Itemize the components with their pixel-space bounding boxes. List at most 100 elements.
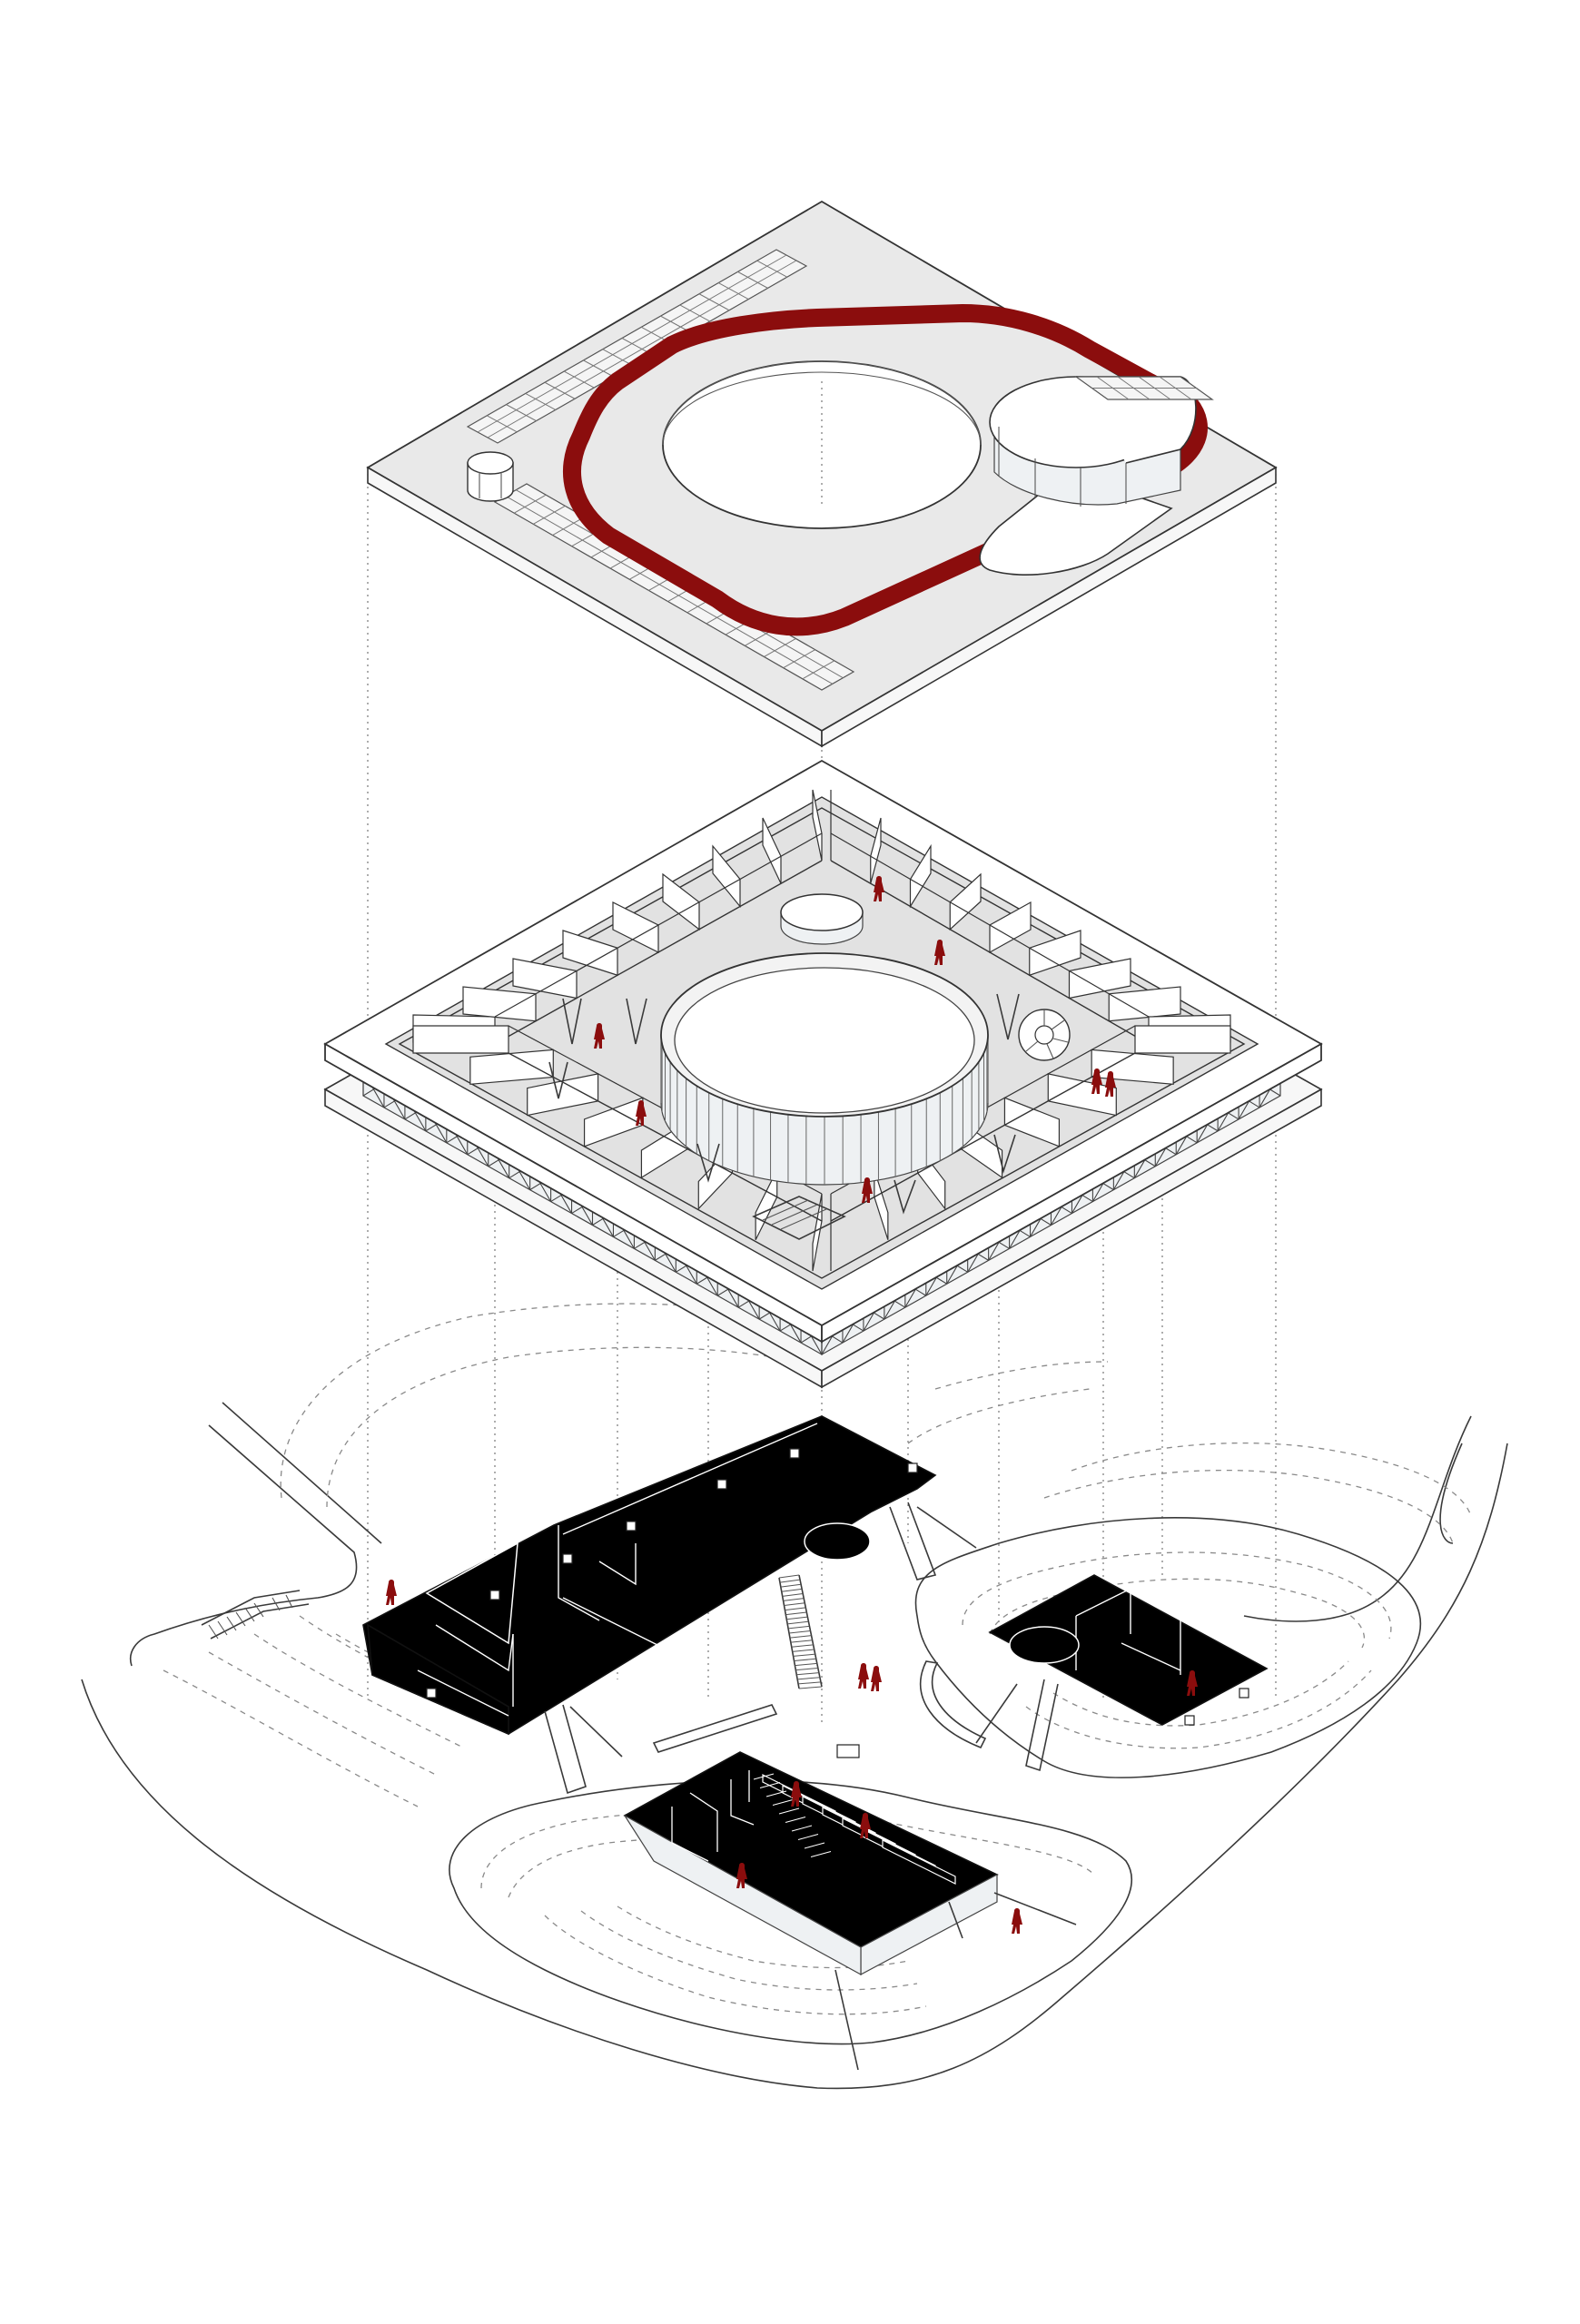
stair-tread (796, 1672, 819, 1676)
stair-tread (785, 1611, 807, 1616)
west-volume (362, 1415, 977, 1795)
solar-panel-line (544, 381, 576, 399)
stair-tread (787, 1620, 809, 1625)
stair-tread (795, 1662, 817, 1667)
mound-east (914, 1517, 1422, 1778)
solar-panel-line (552, 517, 585, 536)
person (860, 1813, 871, 1838)
main-floor-level (323, 759, 1323, 1389)
seating-step (882, 1839, 956, 1885)
solar-panel-line (506, 404, 537, 422)
person (1187, 1670, 1198, 1696)
skylight (836, 1744, 860, 1758)
stair-tread (765, 1790, 787, 1797)
south-glazing-west (624, 1815, 862, 1976)
stair-tread (781, 1588, 803, 1592)
person (1105, 1071, 1116, 1097)
solar-panel-line (583, 359, 614, 378)
solar-panel-line (602, 349, 633, 367)
stair-tread (786, 1616, 808, 1620)
person (934, 940, 945, 965)
solar-panel-line (564, 370, 595, 389)
corridor-wall (830, 1052, 1136, 1222)
site-outline (81, 1443, 1508, 2090)
v-columns (548, 993, 1020, 1215)
stair-tread (798, 1686, 823, 1689)
person (862, 1177, 873, 1203)
person (871, 1666, 882, 1691)
water-tank (467, 451, 514, 502)
stair-tread (784, 1602, 805, 1606)
person (791, 1781, 802, 1807)
corridor-wall (508, 1052, 823, 1222)
stair-tread (778, 1807, 800, 1815)
solar-panel-line (718, 282, 749, 300)
stair-tread (797, 1834, 819, 1840)
person (874, 876, 884, 901)
stair-tread (783, 1598, 805, 1601)
corridor-wall-top (830, 832, 1150, 1018)
stair-tread (785, 1817, 806, 1823)
stair-tread (780, 1583, 802, 1588)
solar-panel-line (477, 254, 787, 433)
person (636, 1100, 647, 1126)
stair-tread (792, 1649, 815, 1652)
corridor-wall (494, 860, 823, 1045)
solar-panel-line (533, 505, 566, 525)
south-volume (623, 1744, 1077, 2071)
bench-central (652, 1704, 778, 1753)
solar-panel-line (487, 415, 518, 433)
stair-tread (795, 1668, 818, 1671)
solar-panel-line (525, 392, 556, 410)
stair-tread (794, 1658, 816, 1661)
stair-tread (772, 1799, 794, 1806)
stair-tread (793, 1653, 815, 1657)
exterior-stairs-west (201, 1590, 310, 1640)
stair-tread (789, 1635, 812, 1639)
stair-tread (753, 1773, 775, 1780)
solar-panel-line (737, 271, 768, 289)
room-partition (412, 1025, 509, 1054)
round-opening (804, 1522, 871, 1561)
solar-panel-line (513, 494, 547, 514)
stair-south (752, 1196, 846, 1240)
solar-panel-line (756, 260, 787, 278)
person (594, 1023, 605, 1049)
solar-panel-line (764, 638, 796, 657)
roof-level (366, 200, 1278, 748)
stair-tread (788, 1630, 811, 1634)
solar-panel-line (698, 293, 730, 311)
stair-tread (790, 1640, 813, 1643)
room-partition (1134, 1025, 1231, 1054)
stair-tread (804, 1842, 825, 1849)
curved-bench-east (919, 1660, 987, 1749)
lightwell-north (780, 893, 864, 945)
person (858, 1663, 869, 1689)
stair-tread (791, 1825, 813, 1832)
corridor-wall-top (494, 832, 823, 1018)
person (386, 1580, 397, 1605)
people-ground (386, 1580, 1198, 1934)
east-volume (975, 1574, 1269, 1772)
stair-tread (759, 1782, 781, 1788)
solar-panel-line (802, 660, 835, 680)
stair-tread (779, 1579, 801, 1583)
solar-panel-array-north (466, 249, 808, 444)
contour-lines (163, 1303, 1472, 2015)
ground-landscape-level (81, 1303, 1508, 2090)
stair-tread (797, 1677, 820, 1680)
stair-tread (785, 1607, 806, 1611)
solar-panel-line (505, 495, 833, 684)
stair-tread (788, 1625, 810, 1630)
spiral-stair (1018, 1009, 1071, 1061)
stair-tread (810, 1851, 832, 1857)
solar-panel-line (679, 304, 710, 322)
stair-tread (782, 1593, 804, 1597)
exterior-stairs-central (778, 1574, 823, 1689)
pavilion-pergola (1074, 376, 1214, 400)
rooftop-pavilion (979, 376, 1214, 576)
solar-panel-line (783, 649, 815, 669)
person (1012, 1908, 1022, 1934)
